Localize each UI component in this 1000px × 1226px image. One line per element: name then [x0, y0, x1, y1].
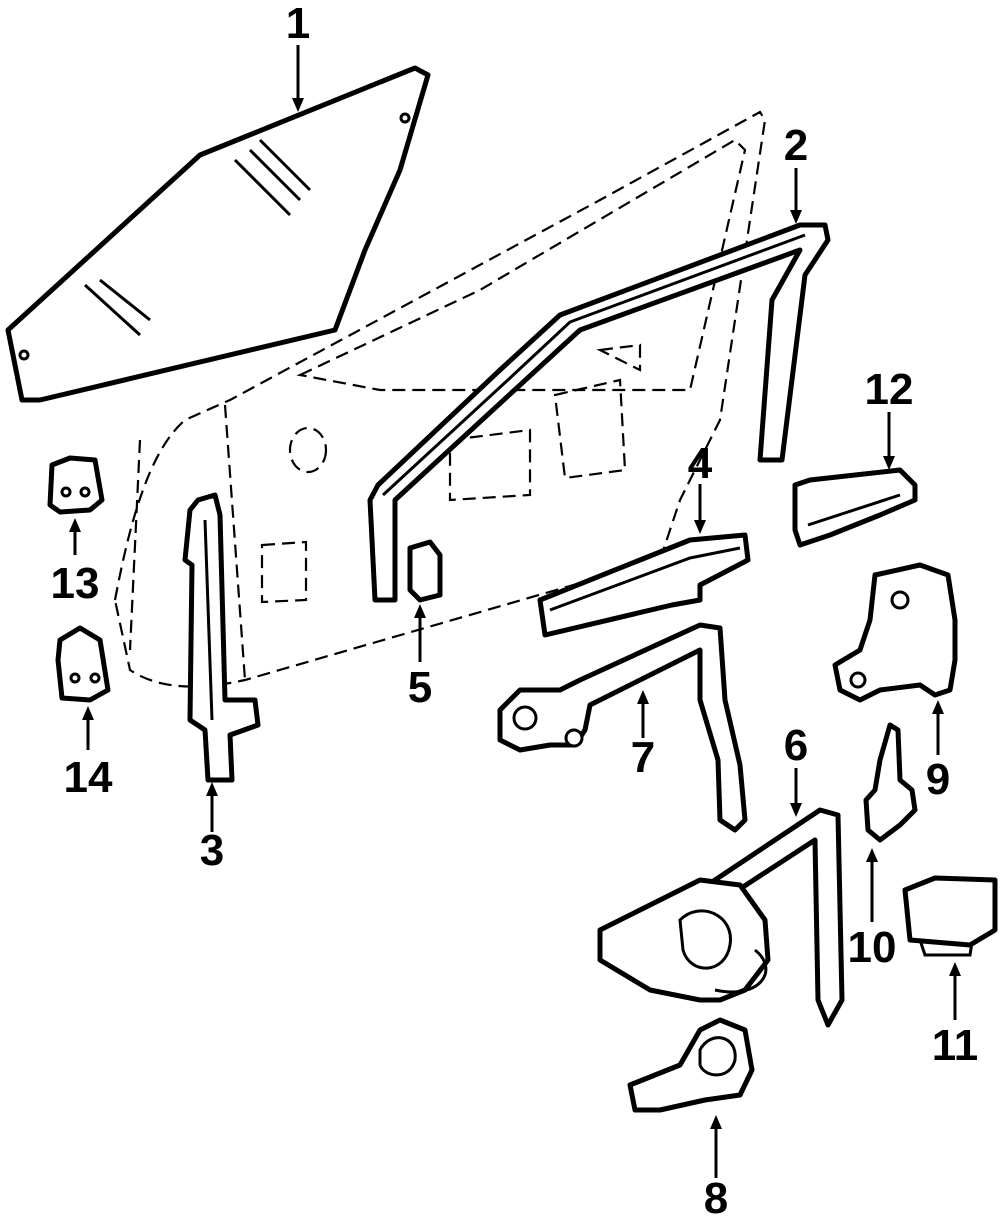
rear-glass-channel [182, 492, 261, 783]
callout-12: 12 [865, 365, 914, 414]
callout-8: 8 [704, 1174, 728, 1223]
lock-actuator [863, 722, 918, 843]
callout-2: 2 [784, 121, 808, 170]
door-glass [5, 65, 431, 403]
sash-channel [537, 532, 751, 638]
callout-11: 11 [932, 1021, 979, 1070]
power-window-regulator [597, 807, 845, 1028]
callout-1: 1 [286, 0, 310, 48]
leader-lines [69, 45, 961, 1178]
callout-4: 4 [688, 439, 713, 488]
callout-6: 6 [784, 721, 808, 770]
callout-labels: 1 2 3 4 5 6 7 8 9 10 11 12 13 14 [51, 0, 979, 1223]
glass-run-channel [367, 222, 831, 603]
control-module [902, 875, 998, 957]
callout-7: 7 [631, 733, 655, 782]
callout-13: 13 [51, 559, 100, 608]
glass-stop [407, 539, 443, 603]
door-lock-latch [832, 562, 958, 703]
door-outline-dashed [113, 110, 767, 688]
outside-door-handle [792, 467, 918, 548]
lower-hinge [55, 625, 111, 703]
callout-14: 14 [64, 753, 113, 802]
callout-9: 9 [926, 755, 950, 804]
callout-3: 3 [200, 826, 224, 875]
window-regulator [497, 622, 748, 833]
callout-10: 10 [848, 923, 897, 972]
window-motor [627, 1017, 755, 1113]
upper-hinge [47, 455, 105, 515]
callout-5: 5 [408, 663, 432, 712]
